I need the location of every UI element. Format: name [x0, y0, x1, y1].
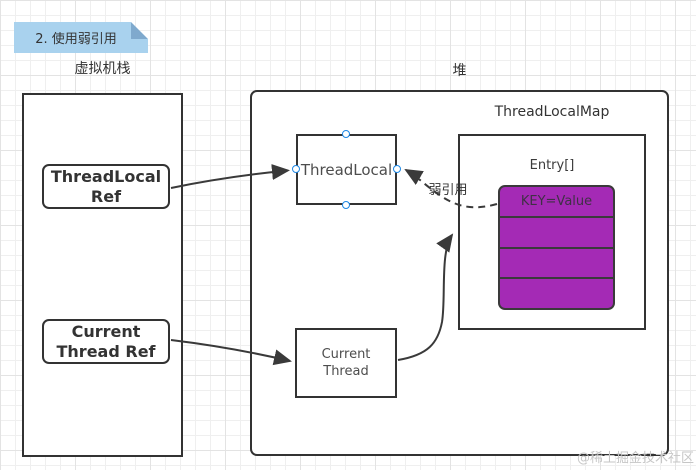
connection-handle-top[interactable] [342, 130, 350, 138]
threadlocal-ref-node[interactable]: ThreadLocal Ref [42, 164, 170, 209]
current-thread-label: Current Thread [321, 347, 371, 379]
connection-handle-right[interactable] [393, 165, 401, 173]
entry-array-stack[interactable]: KEY=Value [498, 185, 615, 310]
entry-row[interactable] [500, 246, 613, 278]
watermark: @稀土掘金技术社区 [576, 451, 694, 466]
connection-handle-left[interactable] [292, 165, 300, 173]
threadlocal-node[interactable]: ThreadLocal [296, 134, 397, 205]
entry-row[interactable] [500, 215, 613, 247]
note-fold-corner [131, 22, 148, 39]
current-thread-ref-label: Current Thread Ref [56, 321, 156, 361]
threadlocalmap-title: ThreadLocalMap [494, 104, 610, 120]
current-thread-node[interactable]: Current Thread [295, 328, 397, 398]
entry-row[interactable] [500, 277, 613, 308]
weak-reference-label: 弱引用 [428, 183, 468, 198]
entry-row-key-value[interactable]: KEY=Value [520, 193, 593, 209]
current-thread-ref-node[interactable]: Current Thread Ref [42, 319, 170, 364]
connection-handle-bottom[interactable] [342, 201, 350, 209]
threadlocal-ref-label: ThreadLocal Ref [50, 166, 162, 206]
vm-stack-label: 虚拟机栈 [74, 61, 131, 77]
heap-label: 堆 [452, 63, 467, 79]
threadlocal-label: ThreadLocal [300, 160, 393, 179]
entry-array-label: Entry[] [529, 158, 575, 173]
note-label: 2. 使用弱引用 [35, 32, 117, 47]
vm-stack-box[interactable] [22, 93, 183, 457]
note-use-weak-reference[interactable]: 2. 使用弱引用 [14, 22, 148, 53]
